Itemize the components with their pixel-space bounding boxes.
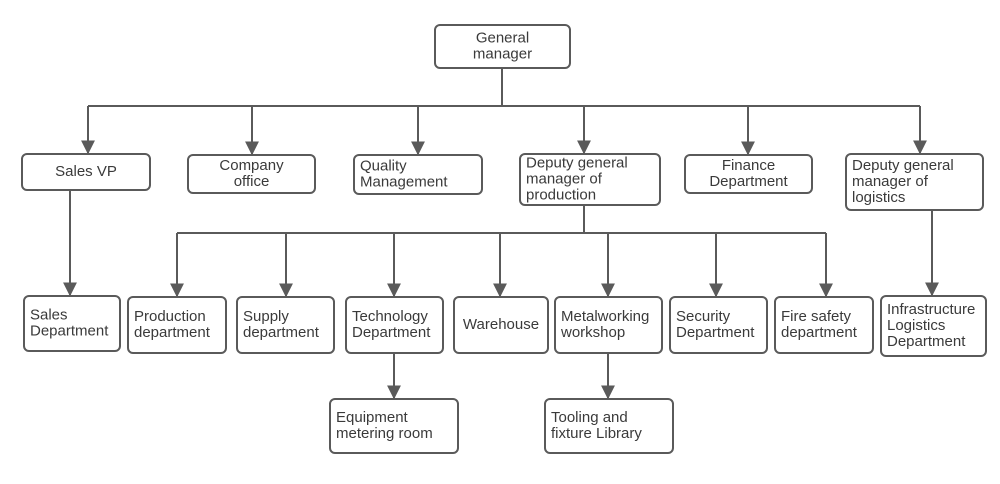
- node-label-security-department-line-1: Security: [676, 308, 731, 325]
- node-label-deputy-gm-logistics-line-3: logistics: [852, 189, 905, 206]
- node-label-equipment-metering-room-line-2: metering room: [336, 425, 433, 442]
- node-label-general-manager-line-2: manager: [473, 46, 532, 63]
- node-label-security-department-line-2: Department: [676, 324, 755, 341]
- node-box-security-department: [669, 296, 768, 354]
- node-label-company-office-line-1: Company: [219, 157, 284, 174]
- node-label-equipment-metering-room-line-1: Equipment: [336, 409, 409, 426]
- node-label-company-office-line-2: office: [234, 173, 270, 190]
- node-label-quality-management-line-2: Management: [360, 174, 448, 191]
- node-label-technology-department-line-2: Department: [352, 324, 431, 341]
- node-box-warehouse: [453, 296, 549, 354]
- node-box-technology-department: [345, 296, 444, 354]
- node-label-production-department-line-1: Production: [134, 308, 206, 325]
- node-label-sales-vp-line-1: Sales VP: [55, 163, 117, 180]
- node-box-company-office: [187, 154, 316, 194]
- node-label-infrastructure-logistics-department-line-3: Department: [887, 333, 966, 350]
- node-label-deputy-gm-logistics-line-2: manager of: [852, 173, 929, 190]
- node-label-supply-department-line-1: Supply: [243, 308, 289, 325]
- node-box-infrastructure-logistics-department: [880, 295, 987, 357]
- node-box-general-manager: [434, 24, 571, 69]
- node-label-deputy-gm-production-line-2: manager of: [526, 171, 603, 188]
- node-label-finance-department-line-2: Department: [709, 173, 788, 190]
- node-box-sales-vp: [21, 153, 151, 191]
- node-label-warehouse-line-1: Warehouse: [463, 316, 539, 333]
- node-label-tooling-fixture-library-line-2: fixture Library: [551, 425, 642, 442]
- node-label-infrastructure-logistics-department-line-2: Logistics: [887, 317, 945, 334]
- node-box-deputy-gm-production: [519, 153, 661, 206]
- node-box-metalworking-workshop: [554, 296, 663, 354]
- connector-lines: [63, 68, 939, 400]
- node-sales-vp: Sales VP: [21, 153, 151, 191]
- node-label-deputy-gm-production-line-3: production: [526, 187, 596, 204]
- node-box-finance-department: [684, 154, 813, 194]
- node-label-sales-department-line-2: Department: [30, 323, 109, 340]
- node-label-deputy-gm-logistics-line-1: Deputy general: [852, 157, 954, 174]
- node-label-metalworking-workshop-line-2: workshop: [560, 324, 625, 341]
- node-label-production-department-line-2: department: [134, 324, 211, 341]
- node-label-fire-safety-department-line-1: Fire safety: [781, 308, 852, 325]
- node-label-metalworking-workshop-line-1: Metalworking: [561, 308, 649, 325]
- node-label-general-manager-line-1: General: [476, 30, 529, 47]
- node-label-finance-department-line-1: Finance: [722, 157, 775, 174]
- node-box-fire-safety-department: [774, 296, 874, 354]
- node-label-deputy-gm-production-line-1: Deputy general: [526, 155, 628, 172]
- node-box-sales-department: [23, 295, 121, 352]
- node-label-fire-safety-department-line-2: department: [781, 324, 858, 341]
- node-label-technology-department-line-1: Technology: [352, 308, 428, 325]
- node-label-infrastructure-logistics-department-line-1: Infrastructure: [887, 301, 975, 318]
- node-box-tooling-fixture-library: [544, 398, 674, 454]
- node-label-tooling-fixture-library-line-1: Tooling and: [551, 409, 628, 426]
- node-box-supply-department: [236, 296, 335, 354]
- node-label-sales-department-line-1: Sales: [30, 307, 68, 324]
- node-box-quality-management: [353, 154, 483, 195]
- node-label-supply-department-line-2: department: [243, 324, 320, 341]
- node-warehouse: Warehouse: [453, 296, 549, 354]
- node-box-deputy-gm-logistics: [845, 153, 984, 211]
- node-box-production-department: [127, 296, 227, 354]
- node-label-quality-management-line-1: Quality: [360, 158, 407, 175]
- node-box-equipment-metering-room: [329, 398, 459, 454]
